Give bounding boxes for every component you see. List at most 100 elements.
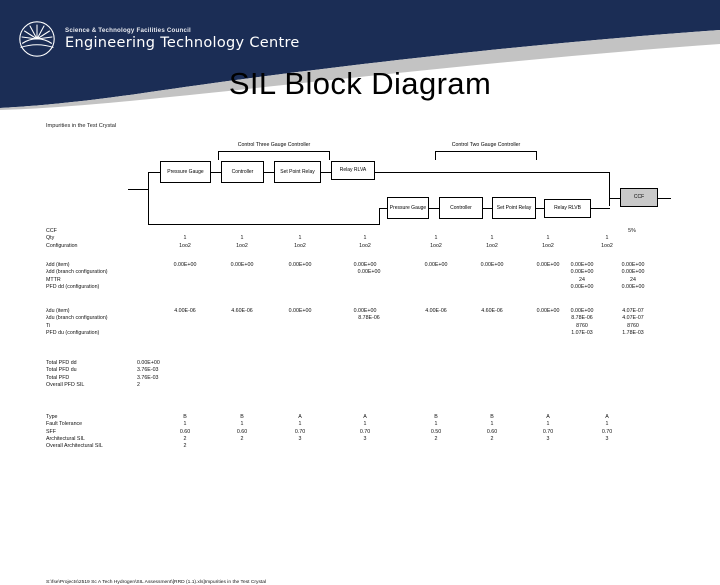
cell-type-4: B xyxy=(434,414,438,420)
block-set-point-relay-1: Set Point Relay xyxy=(274,161,321,183)
rowgroup-totals: Total PFD dd Total PFD du Total PFD Over… xyxy=(0,360,720,392)
organisation-logo: Science & Technology Facilities Council … xyxy=(18,20,300,58)
row-label-total-pfd-du: Total PFD du xyxy=(46,367,77,374)
logo-council-name: Science & Technology Facilities Council xyxy=(65,26,191,34)
cell-config-0: 1oo2 xyxy=(179,242,191,249)
row-label-sff: SFF xyxy=(46,428,57,435)
rowgroup-lambda-dd: λdd (item) λdd (branch configuration) MT… xyxy=(0,262,720,294)
wire-ccf-out xyxy=(657,198,671,200)
bracket-control-two xyxy=(435,151,537,160)
cell-type-1: B xyxy=(240,414,244,420)
wire-row2-c xyxy=(428,208,440,210)
cell-lambda-du-item-0: 4.00E-06 xyxy=(174,308,196,314)
cell-pfd-du-8: 1.78E-03 xyxy=(622,329,644,336)
wire-row2-e xyxy=(535,208,545,210)
cell-ft-2: 1 xyxy=(298,421,302,428)
row-label-total-pfd: Total PFD xyxy=(46,374,70,381)
row-label-qty: Qty xyxy=(46,235,55,242)
header-banner: Science & Technology Facilities Council … xyxy=(0,0,720,110)
cell-lambda-du-branch-7: 8.78E-06 xyxy=(571,315,593,322)
bracket-control-three xyxy=(218,151,330,160)
page-title: SIL Block Diagram xyxy=(228,66,492,101)
bracket-label-control-three: Control Three Gauge Controller xyxy=(237,142,311,148)
cell-qty-4: 1 xyxy=(434,235,438,242)
cell-config-6: 1oo2 xyxy=(542,242,554,249)
wire-row2-out xyxy=(590,208,610,210)
cell-lambda-du-item-5: 4.60E-06 xyxy=(481,308,503,314)
cell-archsil-0: 2 xyxy=(183,435,187,442)
cell-lambda-dd-item-7: 0.00E+00 xyxy=(570,262,594,268)
cell-archsil-7: 3 xyxy=(605,435,609,442)
cell-ti-8: 8760 xyxy=(627,322,639,329)
cell-ft-1: 1 xyxy=(240,421,244,428)
cell-lambda-dd-item-6: 0.00E+00 xyxy=(536,262,560,268)
cell-overall-pfd-sil: 2 xyxy=(137,381,140,388)
cell-qty-3: 1 xyxy=(363,235,367,242)
cell-qty-1: 1 xyxy=(240,235,244,242)
cell-ft-7: 1 xyxy=(605,421,609,428)
block-controller-2: Controller xyxy=(439,197,483,219)
sil-block-diagram: Control Three Gauge Controller Control T… xyxy=(0,136,720,228)
row-label-total-pfd-dd: Total PFD dd xyxy=(46,360,77,366)
row-label-fault-tolerance: Fault Tolerance xyxy=(46,421,83,428)
row-label-overall-pfd-sil: Overall PFD SIL xyxy=(46,381,85,388)
cell-qty-7: 1 xyxy=(605,235,609,242)
cell-archsil-4: 2 xyxy=(434,435,438,442)
cell-ti-7: 8760 xyxy=(576,322,588,329)
cell-lambda-du-item-2: 0.00E+00 xyxy=(288,308,312,314)
wire-row1-b xyxy=(210,172,222,174)
cell-sff-5: 0.60 xyxy=(486,428,498,435)
wire-row2-b xyxy=(379,208,388,210)
cell-total-pfd-du: 3.76E-03 xyxy=(137,367,159,374)
block-pressure-gauge-2: Pressure Gauge xyxy=(387,197,429,219)
cell-config-1: 1oo2 xyxy=(236,242,248,249)
row-label-ccf: CCF xyxy=(46,228,57,234)
wire-row2-d xyxy=(482,208,493,210)
cell-lambda-dd-item-3: 0.00E+00 xyxy=(353,262,377,268)
cell-ft-4: 1 xyxy=(434,421,438,428)
row-label-lambda-dd-branch: λdd (branch configuration) xyxy=(46,269,108,276)
wire-row2-feed xyxy=(148,224,380,226)
block-controller-1: Controller xyxy=(221,161,264,183)
cell-lambda-dd-item-2: 0.00E+00 xyxy=(288,262,312,268)
cell-sff-7: 0.70 xyxy=(601,428,613,435)
cell-type-6: A xyxy=(546,414,550,420)
cell-pfd-dd-7: 0.00E+00 xyxy=(570,283,594,290)
sheet-heading: Impurities in the Test Crystal xyxy=(46,123,117,129)
cell-archsil-3: 3 xyxy=(363,435,367,442)
cell-lambda-du-item-3: 0.00E+00 xyxy=(353,308,377,314)
cell-mttr-8: 24 xyxy=(630,276,636,283)
row-label-architectural-sil: Architectural SIL xyxy=(46,435,85,442)
cell-ccf-percent: 5% xyxy=(628,228,636,234)
cell-lambda-du-item-1: 4.60E-06 xyxy=(231,308,253,314)
cell-ft-6: 1 xyxy=(546,421,550,428)
cell-lambda-dd-item-4: 0.00E+00 xyxy=(424,262,448,268)
wire-row2-a xyxy=(379,208,381,225)
rowgroup-architecture: Type Fault Tolerance SFF Architectural S… xyxy=(0,414,720,454)
cell-config-3: 1oo2 xyxy=(359,242,371,249)
row-label-lambda-du-branch: λdu (branch configuration) xyxy=(46,315,108,322)
row-label-overall-architectural-sil: Overall Architectural SIL xyxy=(46,443,103,450)
cell-archsil-5: 2 xyxy=(490,435,494,442)
cell-total-pfd: 3.76E-03 xyxy=(137,374,159,381)
cell-qty-5: 1 xyxy=(490,235,494,242)
cell-ft-3: 1 xyxy=(363,421,367,428)
wire-input-stub xyxy=(128,189,149,191)
cell-pfd-dd-8: 0.00E+00 xyxy=(621,283,645,290)
block-pressure-gauge-1: Pressure Gauge xyxy=(160,161,211,183)
wire-row1-out xyxy=(374,172,610,174)
cell-ft-5: 1 xyxy=(490,421,494,428)
cell-archsil-2: 3 xyxy=(298,435,302,442)
cell-type-0: B xyxy=(183,414,187,420)
header-banner-shape xyxy=(0,0,720,110)
cell-sff-1: 0.60 xyxy=(236,428,248,435)
cell-lambda-dd-item-5: 0.00E+00 xyxy=(480,262,504,268)
block-relay-rlva: Relay RLVA xyxy=(331,161,375,180)
cell-sff-0: 0.60 xyxy=(179,428,191,435)
wire-row1-d xyxy=(320,172,332,174)
cell-config-4: 1oo2 xyxy=(430,242,442,249)
wire-ccf-in xyxy=(609,198,621,200)
logo-centre-name: Engineering Technology Centre xyxy=(65,34,300,51)
cell-overall-arch-sil: 2 xyxy=(183,443,187,450)
cell-total-pfd-dd: 0.00E+00 xyxy=(137,360,160,366)
